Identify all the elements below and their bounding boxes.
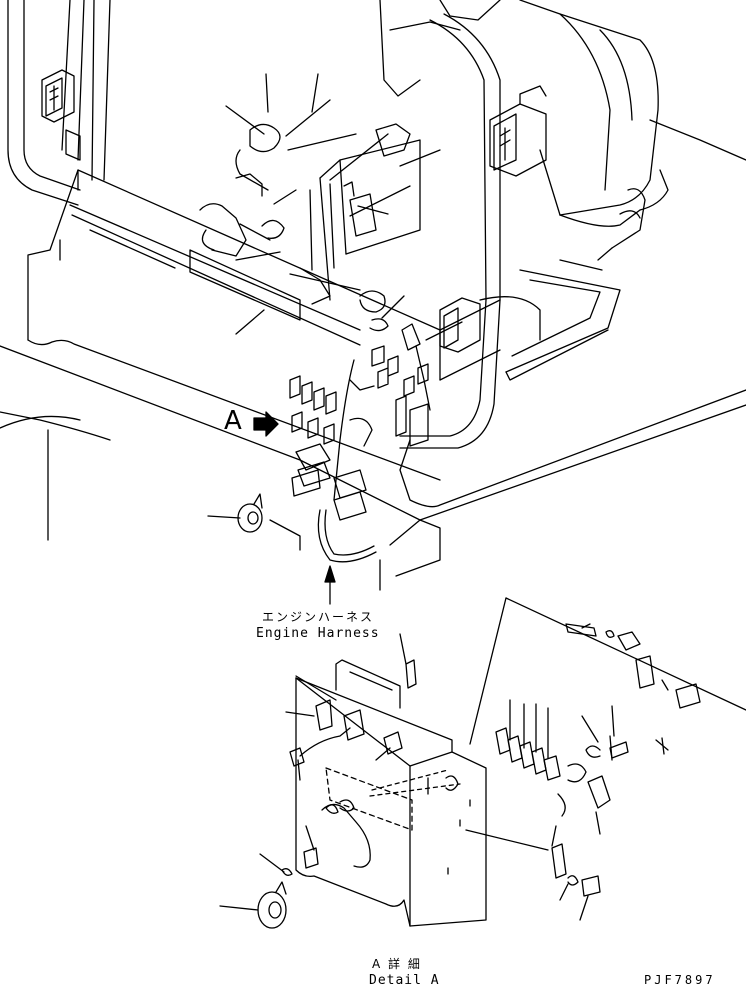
engine-harness-label-jp: エンジンハーネス <box>262 610 375 624</box>
detail-a-harness <box>281 659 417 876</box>
work-lamp-right <box>489 85 547 177</box>
seat <box>379 0 746 381</box>
engine-harness-label-en: Engine Harness <box>256 626 380 641</box>
leader-lines-upper <box>207 73 463 519</box>
detail-a-label-en: Detail A <box>369 973 440 988</box>
detail-a-relay-bracket <box>565 623 701 709</box>
detail-a-bracket <box>295 659 487 927</box>
leader-lines-lower <box>219 597 746 921</box>
work-lamp-left <box>41 69 75 123</box>
right-arrow-icon <box>253 411 279 437</box>
up-arrow-icon <box>324 565 336 605</box>
detail-a-relays <box>495 699 669 897</box>
detail-a-label-jp: A 詳 細 <box>372 957 422 971</box>
cab-frame-left <box>7 0 111 206</box>
work-lamp-mid <box>439 297 481 353</box>
horn-upper <box>237 493 263 533</box>
horn-lower <box>257 881 287 929</box>
view-a-label: A <box>224 406 242 436</box>
console-box <box>309 123 421 301</box>
rops-bar-right <box>399 13 501 449</box>
drawing-code: PJF7897 <box>644 973 716 987</box>
wire-harness <box>199 123 431 563</box>
